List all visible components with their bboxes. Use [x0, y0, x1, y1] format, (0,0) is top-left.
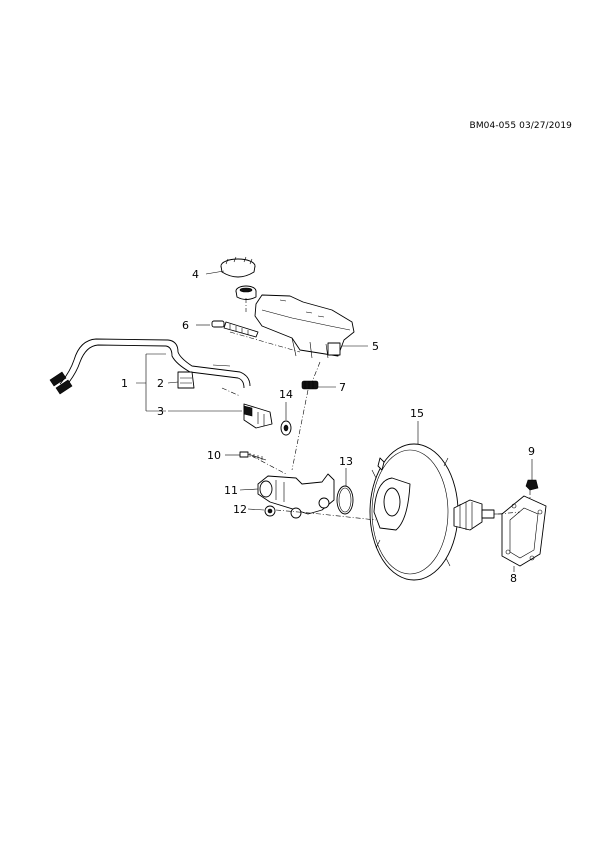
master-cylinder-cap-part [280, 420, 292, 436]
callout-11: 11 [224, 484, 238, 497]
callout-1: 1 [121, 377, 128, 390]
callout-14: 14 [279, 388, 293, 401]
master-cylinder-part [257, 473, 335, 519]
hose-clip-part [177, 371, 195, 389]
callout-10: 10 [207, 449, 221, 462]
nut-part [525, 479, 539, 491]
o-ring-part [336, 485, 354, 515]
callout-labels: 4 6 5 7 1 2 3 14 10 11 12 13 15 9 8 [121, 268, 535, 585]
callout-13: 13 [339, 455, 353, 468]
cylinder-seal-part [264, 505, 276, 517]
callout-7: 7 [339, 381, 346, 394]
callout-2: 2 [157, 377, 164, 390]
callout-15: 15 [410, 407, 424, 420]
grommet-part [301, 380, 319, 390]
callout-4: 4 [192, 268, 199, 281]
brake-hose-part [49, 338, 251, 395]
callout-8: 8 [510, 572, 517, 585]
callout-6: 6 [182, 319, 189, 332]
callout-5: 5 [372, 340, 379, 353]
leader-lines [136, 270, 533, 572]
callout-3: 3 [157, 405, 164, 418]
callout-9: 9 [528, 445, 535, 458]
callout-12: 12 [233, 503, 247, 516]
reservoir-cap-part [220, 256, 257, 300]
bolt-part [239, 451, 267, 461]
hose-connector-part [243, 403, 273, 429]
document-id: BM04-055 03/27/2019 [469, 121, 572, 131]
brake-booster-part [369, 443, 510, 581]
brake-fluid-reservoir-part [254, 294, 355, 359]
booster-gasket-part [501, 495, 547, 567]
assembly-lines [221, 298, 531, 521]
reservoir-seal-part [211, 320, 259, 338]
